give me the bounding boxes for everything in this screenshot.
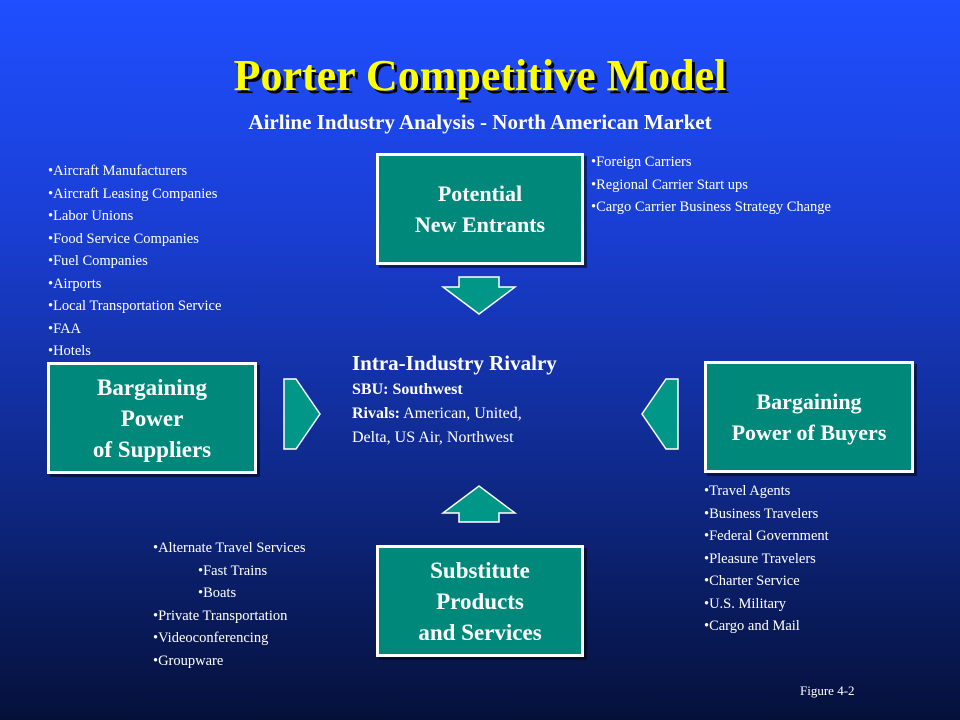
list-item: Local Transportation Service [48, 295, 221, 318]
list-item: Labor Unions [48, 205, 221, 228]
intra-industry-rivalry: Intra-Industry Rivalry SBU: Southwest Ri… [352, 348, 652, 450]
left-arrow [641, 378, 679, 450]
list-item: Boats [153, 582, 305, 605]
box-label: Products [436, 588, 524, 614]
rivals-value-line-2: Delta, US Air, Northwest [352, 429, 514, 446]
substitutes-list: Alternate Travel Services Fast Trains Bo… [153, 537, 305, 672]
box-label: New Entrants [414, 212, 546, 237]
list-item: Cargo and Mail [704, 615, 829, 638]
rivalry-title: Intra-Industry Rivalry [352, 351, 557, 375]
sbu-label: SBU: [352, 381, 389, 398]
list-item: Travel Agents [704, 480, 829, 503]
list-item: Fuel Companies [48, 250, 221, 273]
list-item: Pleasure Travelers [704, 548, 829, 571]
list-item: Aircraft Leasing Companies [48, 183, 221, 206]
potential-new-entrants-box: Potential New Entrants [376, 153, 584, 265]
box-label: and Services [418, 619, 542, 645]
list-item: FAA [48, 318, 221, 341]
list-item: Fast Trains [153, 560, 305, 583]
right-arrow [283, 378, 321, 450]
rivalry-sbu: SBU: Southwest [352, 378, 652, 402]
list-item: Regional Carrier Start ups [591, 174, 831, 197]
list-item: Private Transportation [153, 605, 305, 628]
list-item: Business Travelers [704, 503, 829, 526]
list-item: Videoconferencing [153, 627, 305, 650]
rivals-label: Rivals: [352, 405, 400, 422]
figure-caption: Figure 4-2 [800, 683, 855, 698]
box-label: Bargaining [97, 374, 207, 400]
up-arrow [440, 485, 518, 523]
list-item: Aircraft Manufacturers [48, 160, 221, 183]
supplier-list: Aircraft Manufacturers Aircraft Leasing … [48, 160, 221, 363]
bargaining-power-buyers-box: Bargaining Power of Buyers [704, 361, 914, 473]
list-item: Groupware [153, 650, 305, 673]
list-item: Foreign Carriers [591, 151, 831, 174]
list-item: Alternate Travel Services [153, 537, 305, 560]
list-item: Federal Government [704, 525, 829, 548]
rivals-value: American, United, [403, 405, 522, 422]
box-label: of Suppliers [92, 436, 212, 462]
entrants-list: Foreign Carriers Regional Carrier Start … [591, 151, 831, 219]
list-item: Cargo Carrier Business Strategy Change [591, 196, 831, 219]
box-label: Potential [437, 181, 523, 206]
buyers-list: Travel Agents Business Travelers Federal… [704, 480, 829, 638]
rivalry-rivals: Rivals: American, United, [352, 402, 652, 426]
box-label: Power of Buyers [731, 420, 887, 445]
list-item: Airports [48, 273, 221, 296]
box-label: Power [120, 405, 184, 431]
page-subtitle: Airline Industry Analysis - North Americ… [248, 110, 712, 134]
page-title: Porter Competitive Model [233, 51, 727, 100]
sbu-value: Southwest [392, 381, 463, 398]
box-label: Substitute [430, 557, 530, 583]
list-item: Hotels [48, 340, 221, 363]
down-arrow [440, 276, 518, 315]
box-label: Bargaining [756, 389, 862, 414]
list-item: U.S. Military [704, 593, 829, 616]
substitute-products-box: Substitute Products and Services [376, 545, 584, 657]
list-item: Food Service Companies [48, 228, 221, 251]
bargaining-power-suppliers-box: Bargaining Power of Suppliers [47, 362, 257, 474]
list-item: Charter Service [704, 570, 829, 593]
